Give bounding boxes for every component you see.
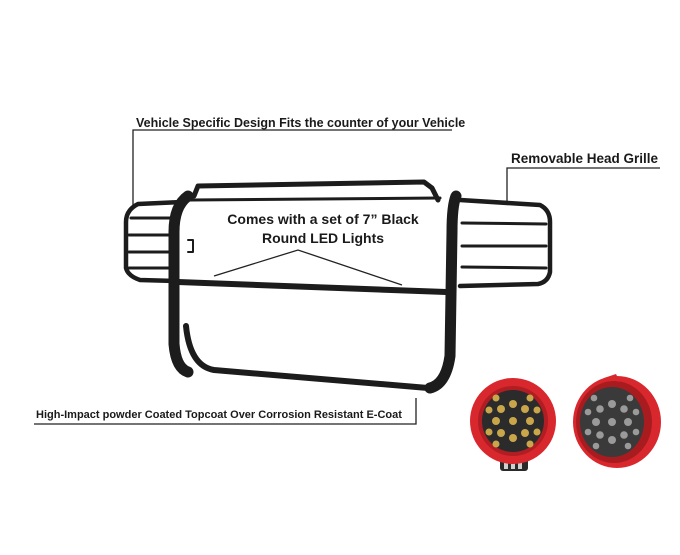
callout-led-lights-line-1: Comes with a set of 7” Black: [227, 211, 419, 227]
left-upright: [168, 190, 194, 378]
right-wing-loop: [457, 197, 553, 289]
callout-led-lights-line-2: Round LED Lights: [261, 230, 385, 246]
mounting-tab: [187, 239, 194, 253]
callout-removable-grille: Removable Head Grille: [511, 151, 659, 166]
left-wing-loop: [123, 199, 185, 284]
led-light-angled-icon: [573, 374, 661, 468]
leader-right: [506, 167, 660, 205]
callout-leader-lines: [34, 129, 660, 425]
callout-coating: High-Impact powder Coated Topcoat Over C…: [36, 409, 402, 421]
top-hoop: [191, 179, 441, 203]
bottom-loop: [183, 323, 431, 391]
leader-bottom: [34, 398, 417, 425]
led-light-front-icon: [470, 378, 556, 471]
right-wing-bar-1: [460, 221, 548, 226]
light-bar: [175, 279, 449, 295]
callout-led-lights: Comes with a set of 7” Black Round LED L…: [200, 210, 446, 248]
top-hoop-brace: [188, 196, 442, 202]
leader-middle: [213, 249, 403, 286]
right-upright: [424, 190, 462, 394]
leader-top: [132, 129, 452, 205]
right-wing-bar-3: [460, 265, 548, 270]
grille-guard: [123, 179, 553, 394]
callout-vehicle-specific: Vehicle Specific Design Fits the counter…: [136, 116, 466, 130]
